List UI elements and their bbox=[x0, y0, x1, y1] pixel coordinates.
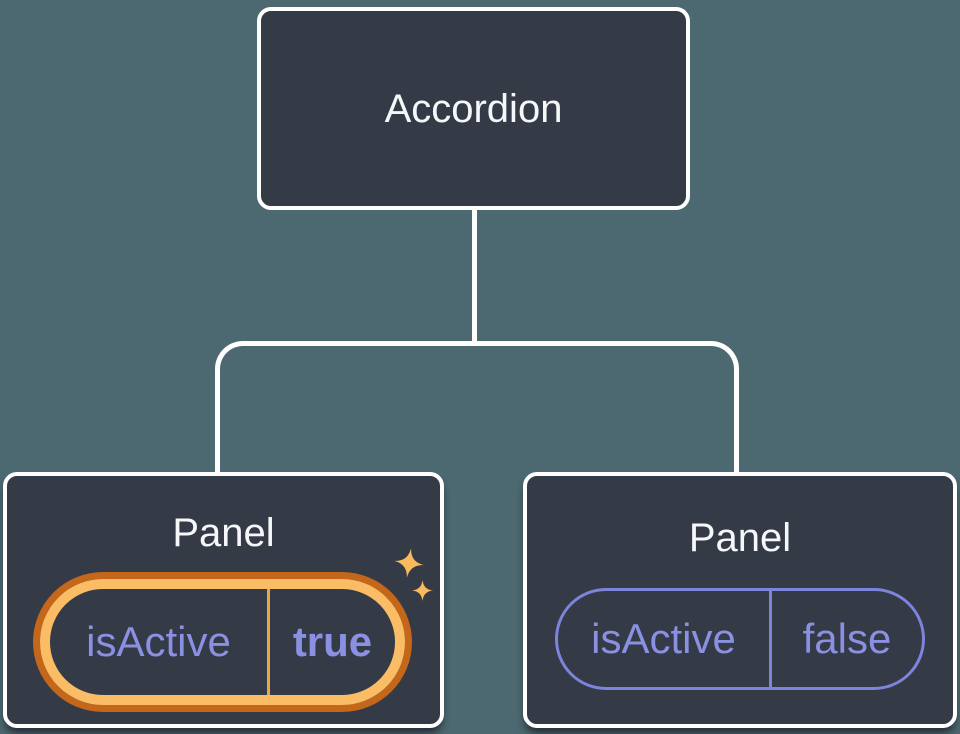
node-accordion-title: Accordion bbox=[384, 87, 563, 131]
state-pill-inactive: isActive false bbox=[555, 588, 925, 690]
pill-divider bbox=[267, 589, 270, 695]
node-panel-inactive-title: Panel bbox=[688, 516, 792, 560]
state-value: false bbox=[802, 615, 892, 662]
pill-divider bbox=[769, 591, 772, 687]
state-pill-active: isActive true bbox=[40, 579, 405, 705]
state-label: isActive bbox=[86, 618, 231, 665]
sparkle-icon bbox=[412, 580, 433, 601]
connector-root-stem bbox=[472, 206, 477, 346]
state-value: true bbox=[292, 618, 373, 665]
connector-branch-bracket bbox=[215, 341, 739, 477]
node-panel-active-title: Panel bbox=[172, 511, 275, 555]
node-accordion bbox=[257, 7, 690, 210]
state-label: isActive bbox=[591, 615, 736, 662]
sparkle-icon bbox=[392, 546, 426, 580]
